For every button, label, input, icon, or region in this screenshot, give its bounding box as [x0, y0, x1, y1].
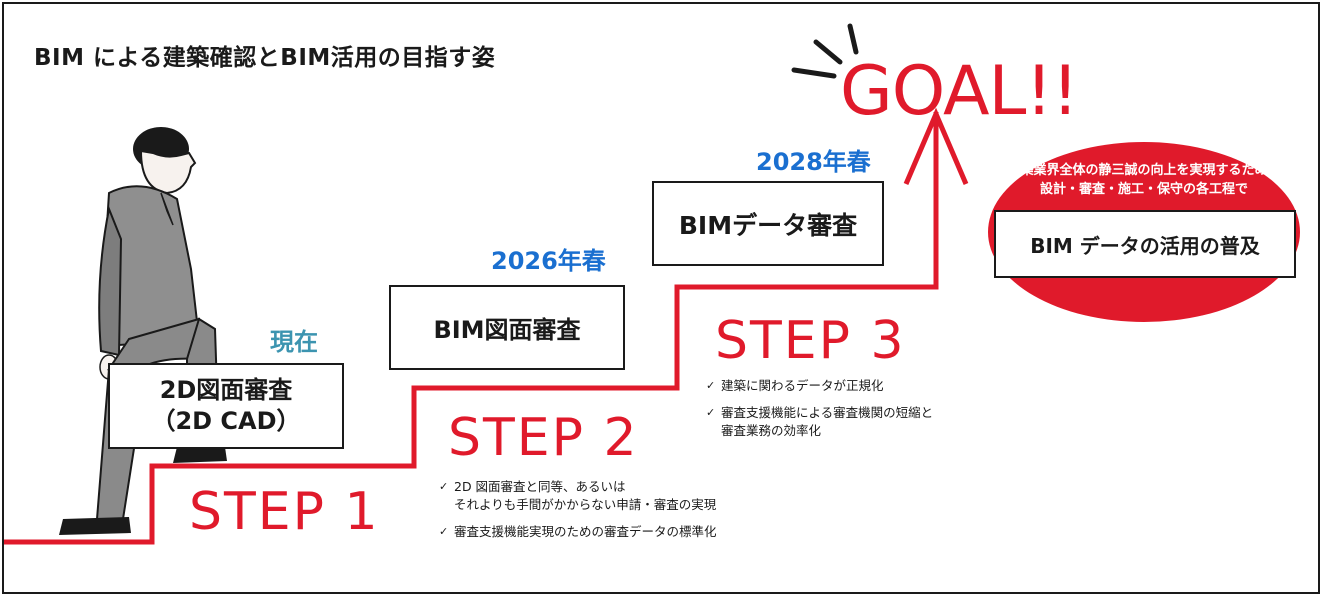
- note-text: 審査支援機能実現のための審査データの標準化: [454, 524, 717, 540]
- check-icon: ✓: [439, 525, 449, 539]
- goal-arrowhead: [903, 107, 969, 185]
- stage-1-box-line-1: 2D図面審査: [159, 375, 293, 404]
- stage-3-box: BIMデータ審査: [652, 181, 884, 266]
- stage-3-date-label: 2028年春: [756, 148, 871, 176]
- goal-headline: BIM データの活用の普及: [1030, 233, 1260, 258]
- page-title: BIM による建築確認とBIM活用の目指す姿: [34, 45, 496, 71]
- stage-2-box: BIM図面審査: [389, 285, 625, 370]
- stage-1-date-label: 現在: [270, 328, 318, 356]
- stage-2-box-line-1: BIM図面審査: [433, 316, 581, 344]
- step-2-label: STEP 2: [448, 408, 639, 468]
- businessman-illustration: [59, 127, 227, 535]
- stage-3-box-line-1: BIMデータ審査: [678, 210, 858, 240]
- stage-1-box: 2D図面審査 （2D CAD）: [108, 363, 344, 449]
- step-1-label: STEP 1: [189, 482, 380, 542]
- goal-label: GOAL!!: [840, 52, 1079, 131]
- step-3-notes: ✓ 建築に関わるデータが正規化 ✓ 審査支援機能による審査機関の短縮と 審査業務…: [706, 377, 976, 449]
- goal-description-line-2: 設計・審査・施工・保守の各工程で: [1039, 181, 1248, 197]
- note-item: ✓ 建築に関わるデータが正規化: [706, 377, 976, 395]
- burst-lines-icon: [791, 23, 859, 79]
- goal-headline-box: BIM データの活用の普及: [994, 210, 1296, 278]
- step-3-label: STEP 3: [715, 311, 906, 371]
- note-item: ✓ 審査支援機能による審査機関の短縮と 審査業務の効率化: [706, 404, 976, 440]
- staircase-line: [4, 112, 939, 545]
- note-text: 2D 図面審査と同等、あるいは それよりも手間がかからない申請・審査の実現: [454, 479, 717, 513]
- note-item: ✓ 2D 図面審査と同等、あるいは それよりも手間がかからない申請・審査の実現: [439, 478, 769, 514]
- stage-2-date-label: 2026年春: [491, 247, 606, 275]
- stage-1-box-line-2: （2D CAD）: [151, 407, 301, 435]
- check-icon: ✓: [439, 480, 449, 493]
- goal-description-line-1: 建築業界全体の静三誠の向上を実現するため、: [1007, 163, 1281, 178]
- check-icon: ✓: [706, 406, 716, 420]
- goal-description: 建築業界全体の静三誠の向上を実現するため、 設計・審査・施工・保守の各工程で: [994, 162, 1294, 200]
- note-text: 建築に関わるデータが正規化: [721, 378, 884, 393]
- note-text: 審査支援機能による審査機関の短縮と 審査業務の効率化: [721, 405, 934, 439]
- step-2-notes: ✓ 2D 図面審査と同等、あるいは それよりも手間がかからない申請・審査の実現 …: [439, 478, 769, 550]
- check-icon: ✓: [706, 379, 716, 392]
- note-item: ✓ 審査支援機能実現のための審査データの標準化: [439, 523, 769, 541]
